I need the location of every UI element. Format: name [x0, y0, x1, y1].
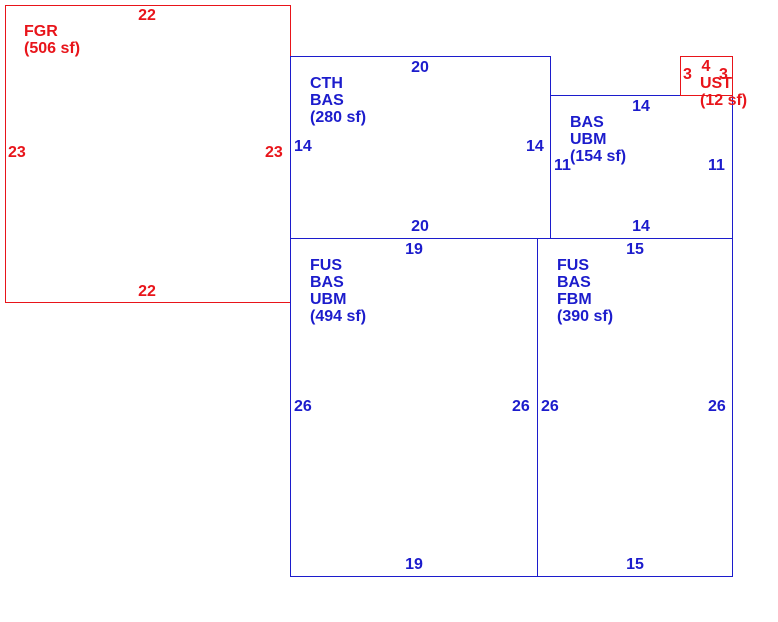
- area-fus-ubm-dim-left: 26: [294, 398, 312, 415]
- area-ust-dim-top: 4: [701, 58, 711, 75]
- area-cth-dim-bottom: 20: [411, 218, 429, 235]
- area-fus-fbm-label: FUS BAS FBM (390 sf): [557, 257, 613, 325]
- area-bas-ubm-code2: UBM: [570, 131, 607, 148]
- area-ust-dim-left: 3: [683, 66, 692, 83]
- area-fus-fbm-dim-left: 26: [541, 398, 559, 415]
- area-bas-ubm-code: BAS: [570, 114, 604, 131]
- area-ust-code: UST: [700, 75, 732, 92]
- area-fus-ubm-dim-right: 26: [512, 398, 530, 415]
- area-cth-dim-top: 20: [411, 59, 429, 76]
- area-fgr-size: (506 sf): [24, 40, 81, 57]
- area-ust-size: (12 sf): [700, 92, 748, 109]
- area-fgr-dim-bottom: 22: [138, 283, 156, 300]
- area-fus-ubm-code2: BAS: [310, 274, 344, 291]
- area-fus-fbm-code3: FBM: [557, 291, 592, 308]
- area-fus-fbm-code2: BAS: [557, 274, 591, 291]
- area-ust-label: UST (12 sf): [700, 75, 747, 109]
- area-fus-fbm-size: (390 sf): [557, 308, 614, 325]
- area-fgr-dim-right: 23: [265, 144, 283, 161]
- area-ust[interactable]: [680, 56, 733, 96]
- area-bas-ubm-dim-left: 11: [554, 157, 571, 174]
- area-fgr-code: FGR: [24, 23, 58, 40]
- area-bas-ubm-dim-right: 11: [708, 157, 725, 174]
- area-bas-ubm-dim-top: 14: [632, 98, 650, 115]
- area-fus-ubm-dim-top: 19: [405, 241, 423, 258]
- area-cth-code2: BAS: [310, 92, 344, 109]
- area-cth-dim-right: 14: [526, 138, 544, 155]
- area-cth-code: CTH: [310, 75, 343, 92]
- area-fus-ubm-code3: UBM: [310, 291, 347, 308]
- area-ust-dim-right: 3: [719, 66, 728, 83]
- area-fus-ubm-code: FUS: [310, 257, 342, 274]
- area-fgr-dim-top: 22: [138, 7, 156, 24]
- area-fus-fbm-dim-right: 26: [708, 398, 726, 415]
- area-fus-ubm-size: (494 sf): [310, 308, 367, 325]
- area-fus-ubm-dim-bottom: 19: [405, 556, 423, 573]
- area-cth-size: (280 sf): [310, 109, 367, 126]
- area-bas-ubm-size: (154 sf): [570, 148, 627, 165]
- area-fus-fbm[interactable]: [537, 238, 733, 577]
- area-fus-ubm-label: FUS BAS UBM (494 sf): [310, 257, 366, 325]
- area-fus-fbm-dim-bottom: 15: [626, 556, 644, 573]
- area-fgr-label: FGR (506 sf): [24, 23, 80, 57]
- area-fus-fbm-code: FUS: [557, 257, 589, 274]
- area-fgr-dim-left: 23: [8, 144, 26, 161]
- area-cth-bas-label: CTH BAS (280 sf): [310, 75, 366, 126]
- area-bas-ubm-dim-bottom: 14: [632, 218, 650, 235]
- area-cth-dim-left: 14: [294, 138, 312, 155]
- area-bas-ubm-label: BAS UBM (154 sf): [570, 114, 626, 165]
- area-fus-fbm-dim-top: 15: [626, 241, 644, 258]
